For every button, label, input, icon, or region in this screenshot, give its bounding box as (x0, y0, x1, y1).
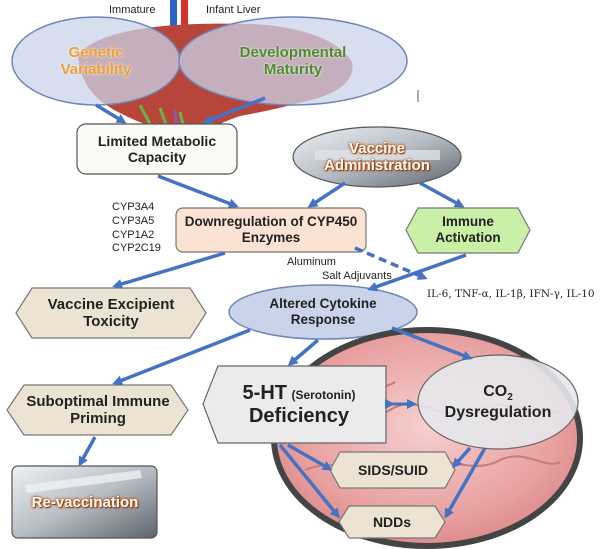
co2-dysregulation-ellipse (417, 354, 579, 450)
arrow-serotonin-to-ndds (278, 443, 340, 519)
altered-cytokine-response-ellipse (228, 284, 418, 340)
cyp-item: CYP3A4 (112, 201, 155, 213)
arrow-genetic-to-capacity (95, 103, 127, 124)
adjuvant-line-1: Aluminum (287, 256, 336, 268)
arrow-cytokine-to-serotonin (287, 338, 320, 366)
arrow-cyp450-to-excipient (112, 251, 226, 289)
limited-metabolic-capacity-box (76, 123, 238, 175)
developmental-maturity-ellipse (178, 16, 408, 106)
arrow-serotonin-to-sids (287, 443, 333, 471)
deficiency-text: Deficiency (248, 405, 350, 427)
serotonin-deficiency-box (202, 365, 387, 444)
liver-vessel-blue (170, 0, 177, 40)
serotonin-paren: (Serotonin) (291, 388, 356, 402)
co2-subscript: 2 (507, 392, 513, 404)
cyp-item: CYP1A2 (112, 228, 155, 241)
ndds-box (338, 505, 446, 539)
cytokines-label: IL-6, TNF-α, IL-1β, IFN-γ, IL-10 (427, 288, 595, 300)
vaccine-excipient-toxicity-hexagon (15, 287, 207, 339)
arrow-capacity-to-cyp450 (157, 174, 239, 209)
developmental-maturity-label: Developmental Maturity (239, 43, 347, 78)
cyp450-box (175, 207, 367, 253)
arrow-cytokine-to-priming (112, 328, 251, 386)
arrow-developmental-to-capacity (202, 96, 266, 125)
arrow-cytokine-to-co2 (391, 326, 473, 361)
liver-vessel-red (181, 0, 188, 34)
revaccination-label: Re-vaccination (31, 494, 139, 512)
cyp-item: CYP3A5 (112, 214, 155, 227)
co2-formula: CO2 (483, 383, 513, 404)
serotonin-line: 5-HT (Serotonin) (243, 382, 356, 405)
sids-suid-label: SIDS/SUID (357, 461, 428, 478)
limited-metabolic-capacity-label: Limited Metabolic Capacity (97, 132, 217, 165)
co2-prefix: CO (483, 383, 508, 401)
arrow-immune-to-cytokine (367, 253, 467, 292)
immune-activation-label: Immune Activation (435, 214, 501, 245)
arrow-co2-to-sids (452, 446, 472, 469)
serotonin-deficiency-label: 5-HT (Serotonin) Deficiency (214, 376, 384, 434)
arrows (78, 96, 487, 519)
vaccine-excipient-toxicity-label: Vaccine Excipient Toxicity (47, 295, 175, 330)
infant-liver-label: Infant Liver (206, 4, 261, 16)
arrow-vaccine-to-immune (419, 181, 465, 208)
arrow-co2-to-ndds (444, 447, 487, 519)
arrow-vaccine-to-cyp450 (307, 181, 346, 208)
immature-label: Immature (109, 4, 156, 16)
adjuvant-line-2: Salt Adjuvants (322, 270, 392, 282)
cyp-list: CYP3A4 CYP3A5 CYP1A2 CYP2C19 (112, 201, 172, 256)
altered-cytokine-response-label: Altered Cytokine Response (269, 296, 377, 327)
vaccine-administration-label: Vaccine Administration (324, 139, 430, 174)
co2-dysregulation-label: CO2 Dysregulation (428, 378, 568, 428)
cyp-item: CYP2C19 (112, 242, 161, 255)
serotonin-main: 5-HT (242, 382, 287, 404)
revaccination-syringe (25, 470, 142, 493)
genetic-variability-label: Genetic Variability (60, 43, 132, 78)
cyp450-label: Downregulation of CYP450 Enzymes (184, 214, 358, 245)
ndds-label: NDDs (372, 513, 412, 530)
suboptimal-immune-priming-label: Suboptimal Immune Priming (26, 392, 170, 427)
immune-activation-hexagon (405, 207, 531, 254)
suboptimal-immune-priming-hexagon (6, 384, 189, 436)
syringe-graphic (315, 150, 440, 160)
arrow-priming-to-revaccination (78, 436, 97, 467)
co2-dysregulation-text: Dysregulation (444, 404, 552, 422)
